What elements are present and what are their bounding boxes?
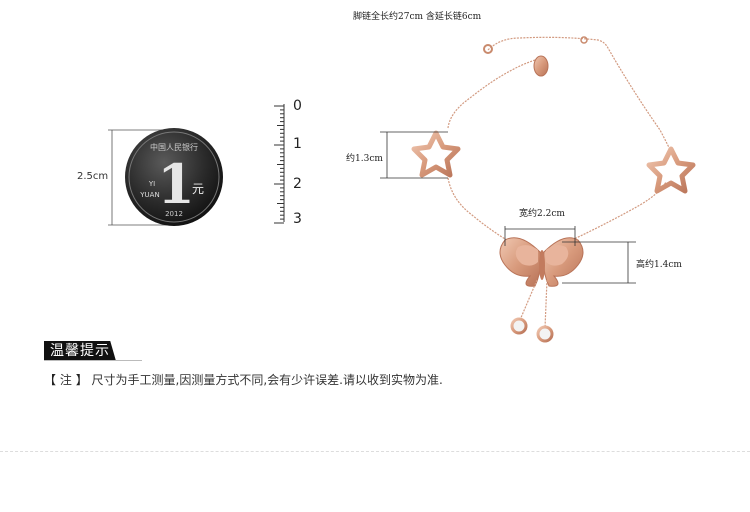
tip-bracket-close: 】: [75, 373, 88, 387]
ruler-mark-3: 3: [293, 211, 302, 227]
butterfly-charm: [499, 237, 584, 287]
tip-note: 【 注 】 尺寸为手工测量,因测量方式不同,会有少许误差.请以收到实物为准.: [44, 371, 443, 388]
ruler-ticks: [274, 105, 284, 224]
total-length-label: 脚链全长约27cm 含延长链6cm: [353, 12, 482, 22]
coin-yi: YI: [148, 180, 155, 188]
star-length-label: 约1.3cm: [346, 154, 383, 164]
coin-year: 2012: [165, 210, 183, 218]
tassel-drops: [510, 279, 554, 343]
ruler: [274, 104, 285, 224]
clasp: [483, 36, 588, 77]
coin-numeral: 1: [157, 152, 195, 216]
butterfly-width-label: 宽约2.2cm: [519, 209, 565, 219]
tip-note-label: 注: [59, 373, 72, 387]
coin-diameter-label: 2.5cm: [77, 171, 109, 182]
tip-title-underline: [44, 360, 142, 361]
ruler-mark-2: 2: [293, 176, 302, 192]
star-charm-right: [646, 146, 696, 194]
coin-reference: 中国人民银行 1 YI YUAN 元 2012: [125, 128, 223, 226]
star-charm-left: [411, 130, 461, 178]
coin-yuan: YUAN: [139, 191, 159, 199]
coin-top-text: 中国人民银行: [150, 142, 198, 152]
tip-note-text: 尺寸为手工测量,因测量方式不同,会有少许误差.请以收到实物为准.: [91, 373, 443, 387]
tip-title-badge: 温馨提示: [44, 341, 116, 361]
section-divider: [0, 451, 750, 452]
ruler-mark-0: 0: [293, 98, 302, 114]
butterfly-height-label: 高约1.4cm: [636, 260, 682, 270]
coin-unit: 元: [192, 182, 204, 196]
tip-bracket-open: 【: [44, 373, 57, 387]
ruler-mark-1: 1: [293, 136, 302, 152]
charm-dimension-lines: [380, 131, 636, 284]
